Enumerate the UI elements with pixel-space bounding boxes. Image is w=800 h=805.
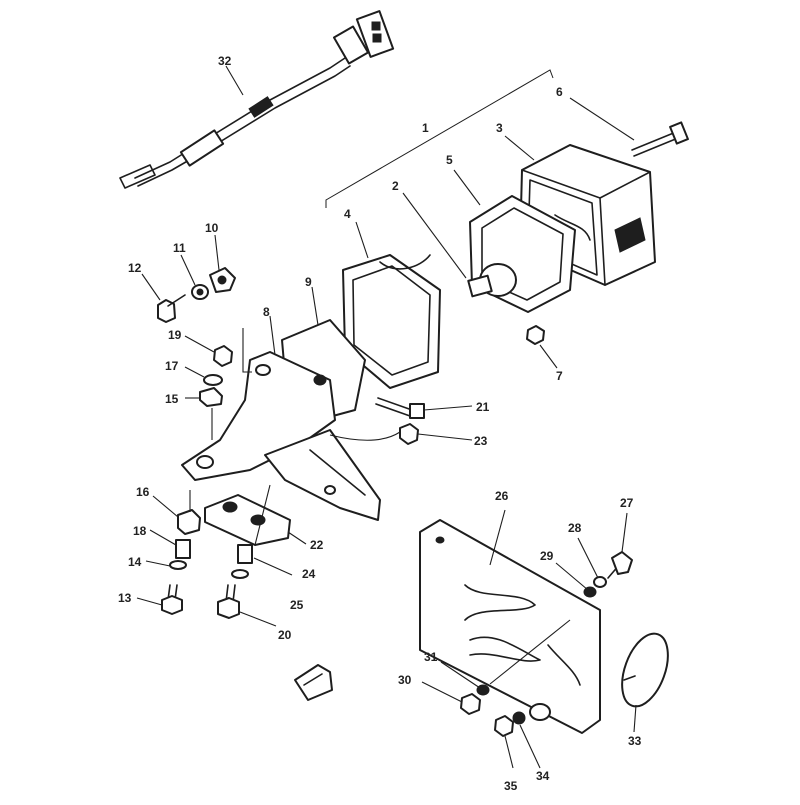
label-part-11: 11	[173, 241, 186, 255]
label-part-5: 5	[446, 153, 453, 167]
label-part-13: 13	[118, 591, 132, 605]
nut-30	[460, 693, 481, 715]
sleeve-24	[237, 544, 253, 564]
label-part-7: 7	[556, 369, 563, 383]
label-part-31: 31	[424, 650, 438, 664]
label-part-29: 29	[540, 549, 554, 563]
label-part-35: 35	[504, 779, 518, 793]
bulb	[467, 263, 517, 298]
label-part-20: 20	[278, 628, 292, 642]
nut-35	[494, 715, 514, 737]
label-part-19: 19	[168, 328, 182, 342]
label-part-30: 30	[398, 673, 412, 687]
assembly-bracket-line	[325, 69, 554, 208]
bolt-20	[217, 597, 240, 619]
label-part-15: 15	[165, 392, 179, 406]
label-part-12: 12	[128, 261, 142, 275]
small-nut	[526, 325, 545, 345]
part-labels: 1 2 3 4 5 6 7 8 9 10 11 12 13 14 15 16 1…	[118, 54, 642, 793]
washer-14	[169, 560, 187, 570]
label-part-34: 34	[536, 769, 550, 783]
label-part-8: 8	[263, 305, 270, 319]
label-part-14: 14	[128, 555, 142, 569]
label-part-1: 1	[422, 121, 429, 135]
wire-harness	[119, 10, 395, 189]
label-part-21: 21	[476, 400, 490, 414]
washer-17	[203, 374, 223, 386]
washer-28	[593, 576, 607, 588]
lens	[342, 254, 441, 389]
washer-25	[231, 569, 249, 579]
label-part-24: 24	[302, 567, 316, 581]
label-part-22: 22	[310, 538, 324, 552]
main-bracket	[181, 351, 381, 521]
washer-31	[476, 684, 490, 696]
label-part-3: 3	[496, 121, 503, 135]
long-screw	[631, 121, 689, 157]
label-part-26: 26	[495, 489, 509, 503]
label-part-18: 18	[133, 524, 147, 538]
sub-plate	[204, 494, 291, 546]
collar-16	[177, 509, 201, 535]
label-part-28: 28	[568, 521, 582, 535]
license-plate-bracket	[419, 519, 601, 734]
bolt-12	[157, 299, 176, 323]
sleeve-18	[175, 539, 191, 559]
leader-lines	[136, 65, 637, 769]
label-part-2: 2	[392, 179, 399, 193]
bolt-21	[375, 397, 425, 419]
label-part-32: 32	[218, 54, 232, 68]
reflector	[621, 632, 669, 708]
nut-23	[399, 423, 419, 445]
label-part-9: 9	[305, 275, 312, 289]
collar-15	[199, 387, 223, 407]
washer-34	[512, 711, 526, 725]
bolt-13	[161, 595, 183, 615]
label-part-6: 6	[556, 85, 563, 99]
label-part-17: 17	[165, 359, 179, 373]
label-part-4: 4	[344, 207, 351, 221]
label-part-33: 33	[628, 734, 642, 748]
label-part-27: 27	[620, 496, 634, 510]
label-part-23: 23	[474, 434, 488, 448]
small-clip	[294, 664, 333, 701]
label-part-10: 10	[205, 221, 219, 235]
label-part-25: 25	[290, 598, 304, 612]
nut-19	[213, 345, 233, 367]
label-part-16: 16	[136, 485, 150, 499]
